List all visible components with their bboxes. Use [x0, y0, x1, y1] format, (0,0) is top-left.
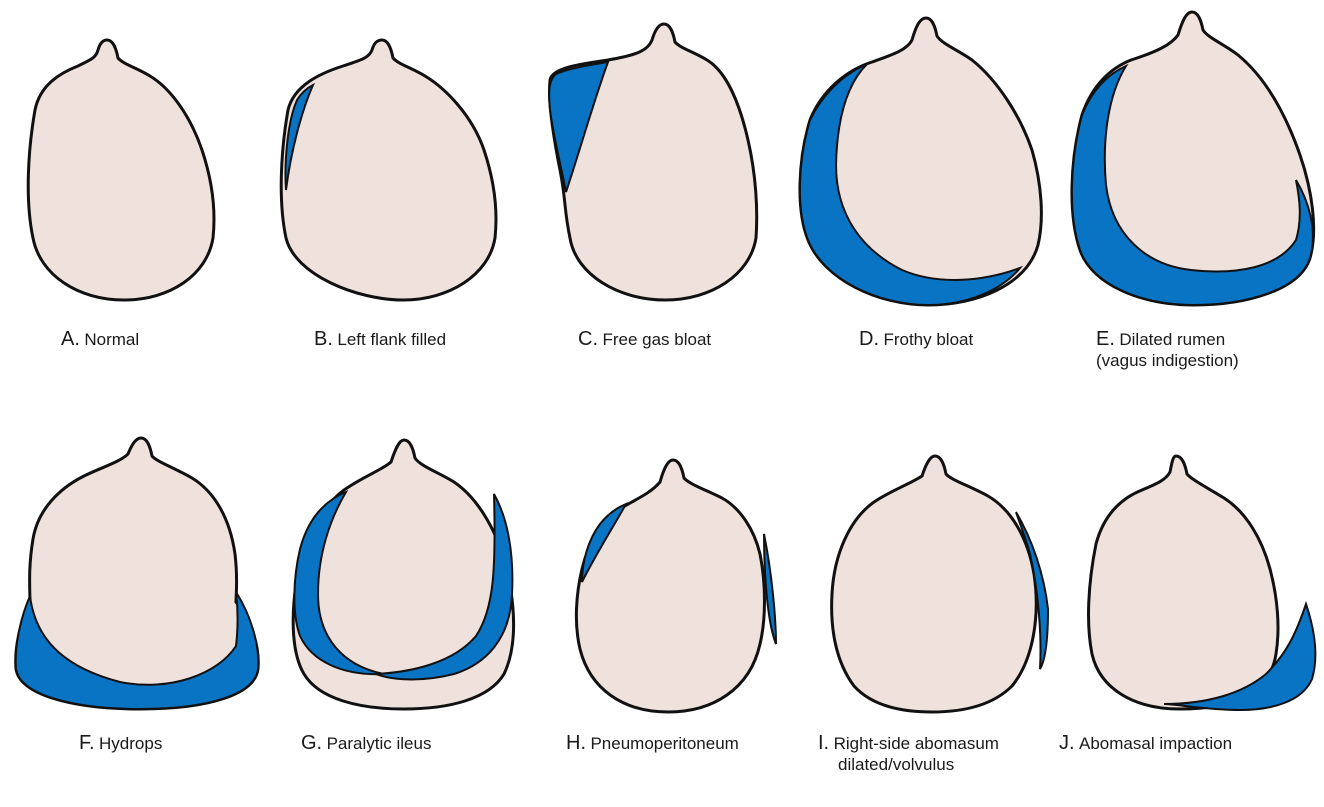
caption-letter: D. [859, 328, 879, 350]
panel-c: C. Free gas bloat [528, 0, 792, 403]
caption-label: Right-side abomasum [834, 734, 999, 753]
caption-letter: B. [314, 328, 333, 350]
silhouette-left-flank-filled [264, 0, 528, 310]
caption-letter: H. [566, 732, 586, 754]
silhouette-right-side-abomasum [792, 404, 1056, 714]
panel-h: H. Pneumoperitoneum [528, 404, 792, 807]
silhouette-dilated-rumen [1056, 0, 1320, 310]
caption-letter: C. [578, 328, 598, 350]
caption-letter: F. [79, 732, 95, 754]
caption-j: J. Abomasal impaction [1059, 732, 1232, 755]
panel-e: E. Dilated rumen (vagus indigestion) [1056, 0, 1320, 403]
caption-letter: J. [1059, 732, 1075, 754]
caption-label: Hydrops [99, 734, 162, 753]
body-outline [293, 440, 513, 709]
silhouette-pneumoperitoneum [528, 404, 792, 714]
caption-h: H. Pneumoperitoneum [566, 732, 739, 755]
caption-d: D. Frothy bloat [859, 328, 973, 351]
caption-i: I. Right-side abomasum dilated/volvulus [818, 732, 999, 775]
panel-a: A. Normal [0, 0, 264, 403]
panel-g: G. Paralytic ileus [264, 404, 528, 807]
caption-label: Paralytic ileus [327, 734, 432, 753]
caption-label: Frothy bloat [883, 330, 973, 349]
silhouette-paralytic-ileus [264, 404, 528, 714]
caption-e: E. Dilated rumen (vagus indigestion) [1096, 328, 1239, 371]
caption-label: Free gas bloat [602, 330, 711, 349]
panel-b: B. Left flank filled [264, 0, 528, 403]
silhouette-normal [0, 0, 264, 310]
panel-i: I. Right-side abomasum dilated/volvulus [792, 404, 1056, 807]
fill-pneumo-right [764, 534, 776, 644]
silhouette-frothy-bloat [792, 0, 1056, 310]
caption-label: Dilated rumen [1119, 330, 1225, 349]
caption-label-line2: (vagus indigestion) [1096, 351, 1239, 371]
caption-label-line2: dilated/volvulus [818, 755, 999, 775]
caption-label: Normal [84, 330, 139, 349]
caption-g: G. Paralytic ileus [301, 732, 431, 755]
caption-letter: I. [818, 732, 829, 754]
body-outline [832, 456, 1037, 712]
body-outline [28, 40, 214, 300]
panel-j: J. Abomasal impaction [1056, 404, 1320, 807]
caption-label: Pneumoperitoneum [590, 734, 738, 753]
caption-letter: A. [61, 328, 80, 350]
silhouette-abomasal-impaction [1056, 404, 1320, 714]
silhouette-hydrops [0, 404, 264, 714]
caption-f: F. Hydrops [79, 732, 162, 755]
panel-d: D. Frothy bloat [792, 0, 1056, 403]
caption-b: B. Left flank filled [314, 328, 446, 351]
silhouette-free-gas-bloat [528, 0, 792, 310]
caption-a: A. Normal [61, 328, 139, 351]
body-outline [1089, 456, 1278, 709]
caption-letter: E. [1096, 328, 1115, 350]
caption-label: Left flank filled [337, 330, 446, 349]
caption-letter: G. [301, 732, 322, 754]
panel-f: F. Hydrops [0, 404, 264, 807]
caption-label: Abomasal impaction [1079, 734, 1232, 753]
body-outline [576, 460, 764, 712]
caption-c: C. Free gas bloat [578, 328, 711, 351]
body-outline [550, 24, 757, 300]
body-outline [281, 40, 496, 300]
